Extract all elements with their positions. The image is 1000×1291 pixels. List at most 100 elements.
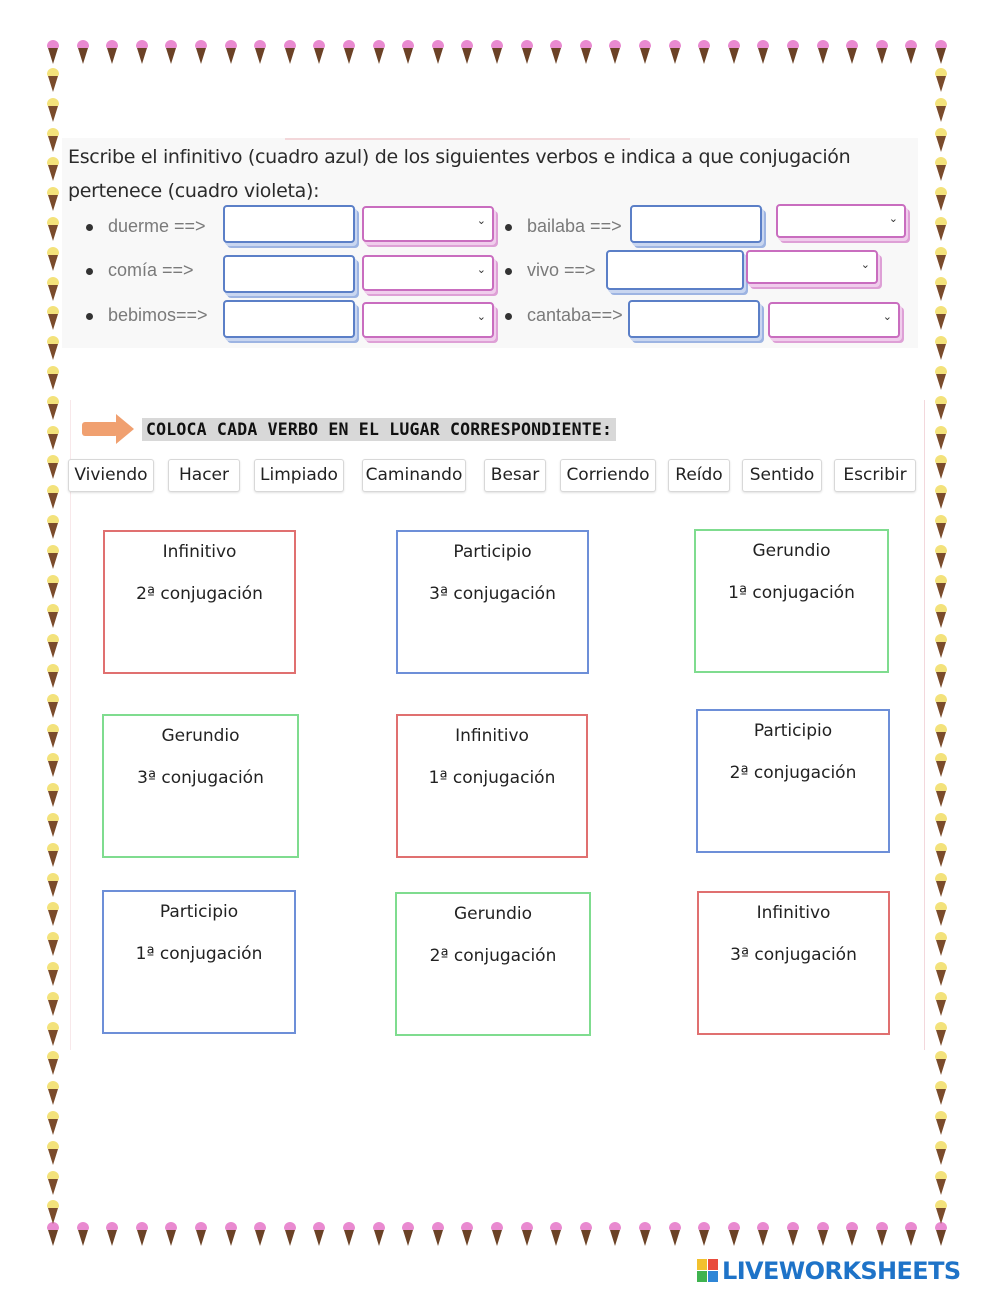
- ice-cream-cone-icon: [934, 485, 948, 511]
- infinitive-input-1[interactable]: [223, 205, 355, 243]
- drop-zone-gerundio-1[interactable]: Gerundio 1ª conjugación: [694, 529, 889, 673]
- ice-cream-cone-icon: [934, 395, 948, 422]
- conjugation-select-2[interactable]: ⌄: [776, 204, 906, 238]
- drop-zone-conjugation: 2ª conjugación: [136, 584, 263, 604]
- drop-zone-infinitivo-1[interactable]: Infinitivo 1ª conjugación: [396, 714, 588, 858]
- ice-cream-cone-icon: [46, 246, 60, 273]
- ice-cream-cone-icon: [46, 68, 60, 94]
- ice-cream-cone-icon: [76, 1222, 90, 1248]
- ice-cream-cone-icon: [668, 1222, 682, 1248]
- ice-cream-cone-icon: [46, 902, 60, 928]
- ice-cream-cone-icon: [46, 932, 60, 958]
- drop-zone-participio-1[interactable]: Participio 1ª conjugación: [102, 890, 296, 1034]
- ice-cream-cone-icon: [224, 40, 238, 66]
- ice-cream-cone-icon: [46, 664, 60, 690]
- ice-cream-cone-icon: [431, 40, 445, 66]
- ice-cream-cone-icon: [934, 932, 948, 958]
- ice-cream-cone-icon: [934, 842, 948, 869]
- drop-zone-gerundio-2[interactable]: Gerundio 2ª conjugación: [395, 892, 591, 1036]
- ice-cream-cone-icon: [934, 97, 948, 124]
- word-chip-hacer[interactable]: Hacer: [168, 459, 240, 492]
- ice-cream-cone-icon: [934, 1170, 948, 1197]
- ice-cream-cone-icon: [46, 842, 60, 869]
- ice-cream-cone-icon: [934, 574, 948, 601]
- drop-zone-participio-3[interactable]: Participio 3ª conjugación: [396, 530, 589, 674]
- word-chip-limpiado[interactable]: Limpiado: [254, 459, 344, 492]
- ice-cream-cone-icon: [934, 276, 948, 303]
- ice-cream-cone-icon: [312, 1222, 326, 1248]
- ice-cream-cone-icon: [875, 1222, 889, 1248]
- infinitive-input-3[interactable]: [223, 255, 355, 293]
- ice-cream-cone-icon: [46, 1140, 60, 1167]
- conjugation-select-3[interactable]: ⌄: [362, 255, 494, 291]
- bullet-icon: [505, 313, 512, 320]
- conjugation-select-6[interactable]: ⌄: [768, 302, 900, 338]
- ice-cream-cone-icon: [608, 40, 622, 66]
- infinitive-input-6[interactable]: [628, 300, 760, 338]
- ice-cream-cone-icon: [46, 306, 60, 332]
- ice-cream-cone-icon: [253, 40, 267, 66]
- drop-zone-infinitivo-2[interactable]: Infinitivo 2ª conjugación: [103, 530, 296, 674]
- infinitive-input-5[interactable]: [223, 300, 355, 338]
- ice-cream-cone-icon: [727, 1222, 741, 1248]
- conjugation-select-1[interactable]: ⌄: [362, 206, 494, 242]
- ice-cream-cone-icon: [579, 1222, 593, 1248]
- ice-cream-cone-icon: [46, 1222, 60, 1248]
- word-chip-viviendo[interactable]: Viviendo: [68, 459, 154, 492]
- verb-label-bebimos: bebimos==>: [108, 305, 208, 325]
- conjugation-select-5[interactable]: ⌄: [362, 302, 494, 338]
- ice-cream-cone-icon: [46, 1081, 60, 1107]
- ice-cream-cone-icon: [46, 604, 60, 630]
- ice-cream-cone-icon: [934, 753, 948, 779]
- word-chip-reido[interactable]: Reído: [668, 459, 730, 492]
- ice-cream-cone-icon: [845, 1222, 859, 1248]
- ice-cream-cone-icon: [46, 544, 60, 571]
- ice-cream-cone-icon: [342, 1222, 356, 1248]
- word-chip-corriendo[interactable]: Corriendo: [560, 459, 656, 492]
- ice-cream-cone-icon: [934, 991, 948, 1018]
- ice-cream-cone-icon: [46, 1200, 60, 1226]
- ice-cream-cone-icon: [460, 40, 474, 66]
- drop-zone-title: Infinitivo: [162, 542, 237, 562]
- liveworksheets-logo: LIVEWORKSHEETS: [697, 1256, 961, 1286]
- drop-zone-conjugation: 1ª conjugación: [428, 768, 556, 788]
- ice-cream-cone-icon: [934, 336, 948, 362]
- ice-cream-cone-icon: [490, 40, 504, 66]
- ice-cream-cone-icon: [253, 1222, 267, 1248]
- word-chip-besar[interactable]: Besar: [484, 459, 546, 492]
- verb-label-comia: comía ==>: [108, 260, 194, 280]
- ice-cream-cone-icon: [46, 157, 60, 183]
- ice-cream-cone-icon: [786, 1222, 800, 1248]
- word-chip-escribir[interactable]: Escribir: [834, 459, 916, 492]
- ice-cream-cone-icon: [520, 1222, 534, 1248]
- ice-cream-cone-icon: [934, 723, 948, 750]
- ice-cream-cone-icon: [697, 40, 711, 66]
- verb-label-bailaba: bailaba ==>: [527, 216, 622, 236]
- bullet-icon: [505, 268, 512, 275]
- word-chip-caminando[interactable]: Caminando: [362, 459, 466, 492]
- ice-cream-cone-icon: [934, 306, 948, 332]
- ice-cream-cone-icon: [135, 1222, 149, 1248]
- ice-cream-cone-icon: [934, 1081, 948, 1107]
- infinitive-input-2[interactable]: [630, 205, 762, 243]
- ice-cream-cone-icon: [934, 813, 948, 839]
- drop-zone-title: Infinitivo: [455, 726, 529, 746]
- ice-cream-cone-icon: [934, 604, 948, 630]
- drop-zone-title: Participio: [753, 721, 833, 741]
- drop-zone-conjugation: 2ª conjugación: [429, 946, 557, 966]
- drop-zone-participio-2[interactable]: Participio 2ª conjugación: [696, 709, 890, 853]
- ice-cream-cone-icon: [934, 246, 948, 273]
- bullet-icon: [86, 313, 93, 320]
- drop-zone-infinitivo-3[interactable]: Infinitivo 3ª conjugación: [697, 891, 890, 1035]
- word-chip-sentido[interactable]: Sentido: [742, 459, 822, 492]
- conjugation-select-4[interactable]: ⌄: [746, 250, 878, 284]
- ice-cream-cone-icon: [934, 1140, 948, 1167]
- ice-cream-cone-icon: [194, 1222, 208, 1248]
- ice-cream-cone-icon: [520, 40, 534, 66]
- ice-cream-cone-icon: [46, 97, 60, 124]
- ice-cream-cone-icon: [549, 1222, 563, 1248]
- ice-cream-cone-icon: [46, 962, 60, 988]
- infinitive-input-4[interactable]: [606, 250, 744, 290]
- drop-zone-gerundio-3[interactable]: Gerundio 3ª conjugación: [102, 714, 299, 858]
